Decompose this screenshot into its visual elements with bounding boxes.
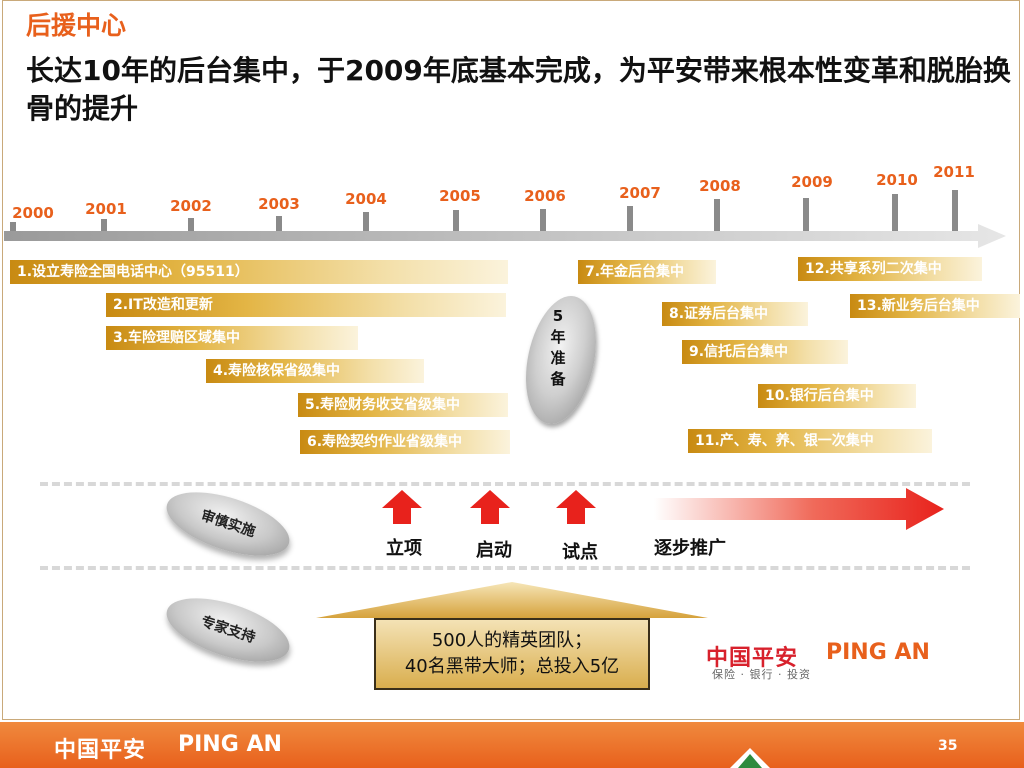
year-tick (892, 194, 898, 231)
year-label: 2009 (791, 173, 833, 191)
timeline-axis (4, 224, 1006, 248)
milestone-bar: 2.IT改造和更新 (106, 293, 506, 317)
milestone-bar: 1.设立寿险全国电话中心（95511） (10, 260, 508, 284)
year-label: 2000 (12, 204, 54, 222)
logo-chinese: 中国平安 (706, 646, 799, 671)
prep-line: 备 (550, 370, 566, 388)
page-number: 35 (938, 738, 958, 754)
prep-line: 准 (550, 349, 566, 367)
year-label: 2010 (876, 171, 918, 189)
year-tick (363, 212, 369, 231)
milestone-bar: 3.车险理赔区域集中 (106, 326, 358, 350)
year-tick (101, 219, 107, 231)
milestone-bar: 6.寿险契约作业省级集中 (300, 430, 510, 454)
step-label: 启动 (476, 540, 512, 561)
milestone-bar: 8.证券后台集中 (662, 302, 808, 326)
year-label: 2001 (85, 200, 127, 218)
year-tick (952, 190, 958, 231)
section-title: 后援中心 (26, 11, 127, 40)
milestone-bar: 10.银行后台集中 (758, 384, 916, 408)
logo-tagline: 保险 · 银行 · 投资 (712, 668, 811, 681)
milestone-bar: 12.共享系列二次集中 (798, 257, 982, 281)
year-tick (803, 198, 809, 231)
year-tick (627, 206, 633, 231)
logo-english: PING AN (826, 640, 930, 665)
year-tick (10, 222, 16, 231)
year-label: 2005 (439, 187, 481, 205)
year-label: 2008 (699, 177, 741, 195)
slide-headline: 长达10年的后台集中，于2009年底基本完成，为平安带来根本性变革和脱胎换骨的提… (26, 54, 1011, 125)
footer-logo-english: PING AN (178, 732, 282, 757)
year-tick (276, 216, 282, 231)
separator-line (40, 566, 970, 570)
up-arrow-icon (382, 490, 422, 524)
milestone-bar: 4.寿险核保省级集中 (206, 359, 424, 383)
year-label: 2006 (524, 187, 566, 205)
expert-team-box: 500人的精英团队； 40名黑带大师；总投入5亿 (374, 618, 650, 690)
year-tick (714, 199, 720, 231)
year-tick (453, 210, 459, 231)
slide-frame (2, 0, 1020, 720)
year-label: 2011 (933, 163, 975, 181)
milestone-bar: 7.年金后台集中 (578, 260, 716, 284)
step-label: 逐步推广 (654, 538, 726, 559)
year-label: 2007 (619, 184, 661, 202)
separator-line (40, 482, 970, 486)
roof-icon (316, 582, 708, 618)
year-label: 2002 (170, 197, 212, 215)
prep-line: 5 (552, 307, 564, 325)
year-tick (540, 209, 546, 231)
year-label: 2004 (345, 190, 387, 208)
prep-label: 5 年 准 备 (538, 306, 578, 390)
year-tick (188, 218, 194, 231)
year-label: 2003 (258, 195, 300, 213)
milestone-bar: 11.产、寿、养、银一次集中 (688, 429, 932, 453)
timeline-arrow (4, 224, 1006, 248)
step-label: 立项 (386, 538, 422, 559)
milestone-bar: 13.新业务后台集中 (850, 294, 1020, 318)
footer-logo-chinese: 中国平安 (54, 738, 147, 763)
team-line: 500人的精英团队； (431, 630, 593, 651)
footer-bar (0, 722, 1024, 768)
step-label: 试点 (562, 542, 598, 563)
up-arrow-icon (556, 490, 596, 524)
house-icon (730, 748, 770, 768)
milestone-bar: 9.信托后台集中 (682, 340, 848, 364)
milestone-bar: 5.寿险财务收支省级集中 (298, 393, 508, 417)
team-line: 40名黑带大师；总投入5亿 (404, 656, 620, 677)
rollout-arrow-icon (654, 488, 944, 530)
up-arrow-icon (470, 490, 510, 524)
prep-line: 年 (550, 328, 566, 346)
